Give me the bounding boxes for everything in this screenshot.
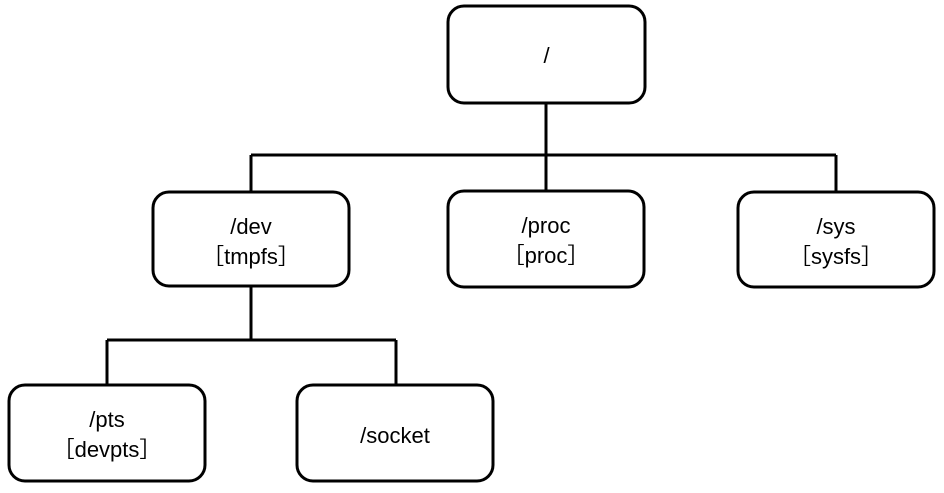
node-dev: /dev ［tmpfs］ bbox=[151, 190, 351, 288]
connectors-dev bbox=[105, 286, 398, 385]
node-sys-fs: ［sysfs］ bbox=[789, 244, 883, 269]
node-pts-fs: ［devpts］ bbox=[53, 437, 162, 462]
node-pts-box bbox=[7, 383, 207, 483]
node-pts-path: /pts bbox=[89, 407, 124, 432]
node-proc-box bbox=[446, 189, 646, 289]
node-proc-path: /proc bbox=[522, 213, 571, 238]
node-pts: /pts ［devpts］ bbox=[7, 383, 207, 483]
node-sys: /sys ［sysfs］ bbox=[736, 190, 936, 289]
node-root: / bbox=[446, 4, 647, 105]
node-root-path: / bbox=[543, 43, 550, 68]
node-sys-box bbox=[736, 190, 936, 289]
node-sys-path: /sys bbox=[816, 214, 855, 239]
node-socket-path: /socket bbox=[360, 423, 430, 448]
node-dev-box bbox=[151, 190, 351, 288]
node-dev-path: /dev bbox=[230, 214, 272, 239]
node-root-box bbox=[446, 4, 647, 105]
node-dev-fs: ［tmpfs］ bbox=[202, 244, 300, 269]
node-proc-fs: ［proc］ bbox=[503, 243, 590, 268]
node-socket-box bbox=[295, 383, 495, 483]
node-proc: /proc ［proc］ bbox=[446, 189, 646, 289]
connectors-root bbox=[249, 103, 838, 192]
node-socket: /socket bbox=[295, 383, 495, 483]
